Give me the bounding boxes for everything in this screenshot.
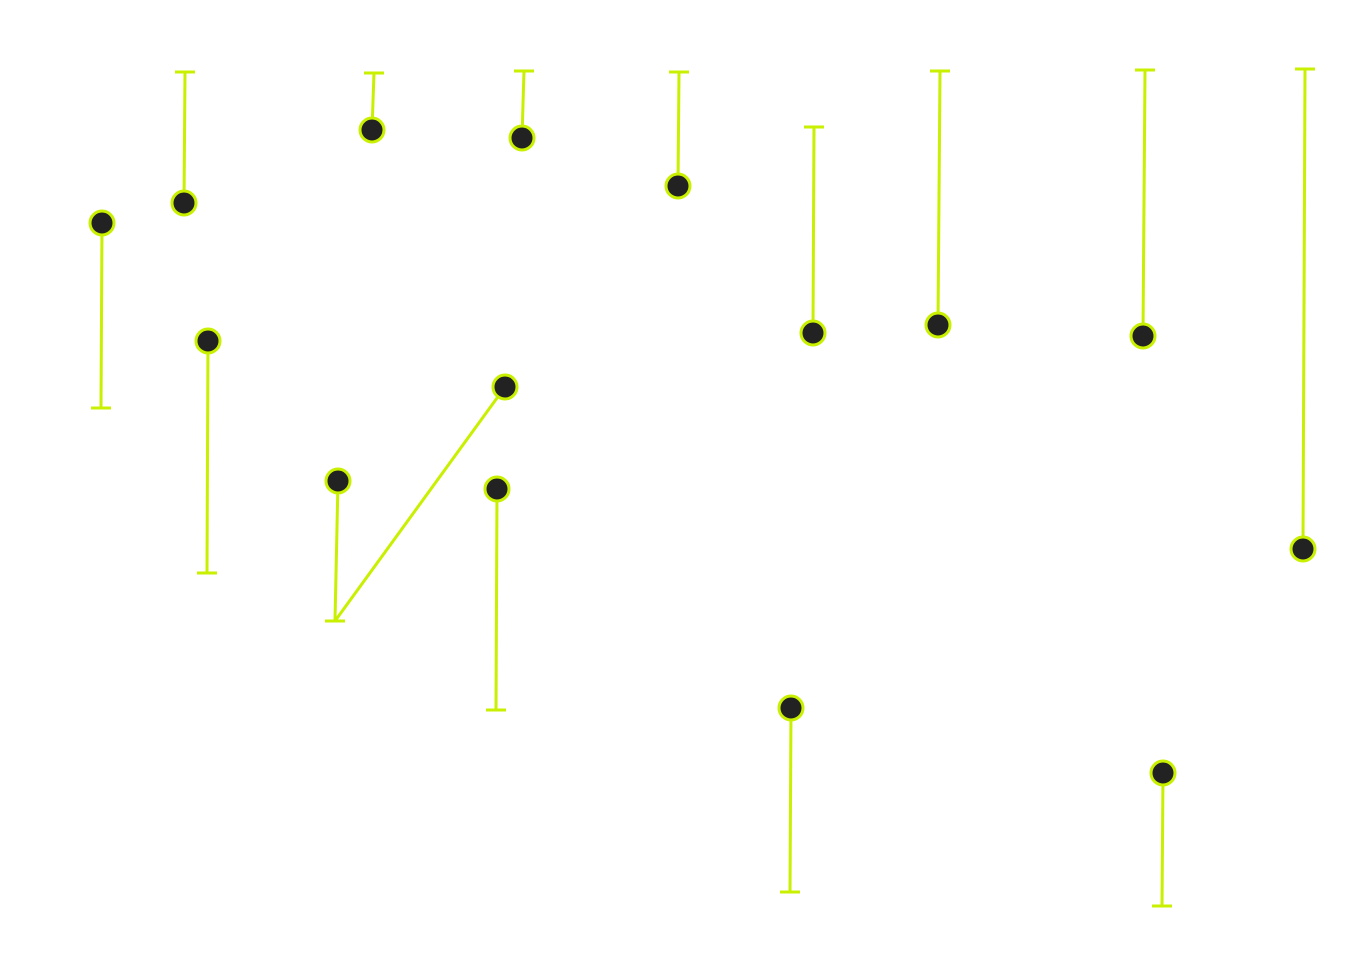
pin-marker — [88, 209, 116, 410]
pin-marker — [508, 69, 536, 152]
pin-stem — [182, 71, 187, 204]
pin-dot — [924, 311, 952, 339]
pin-dot — [483, 475, 511, 503]
pin-dot — [777, 694, 805, 722]
pin-dot — [1129, 322, 1157, 350]
pin-stem — [1141, 69, 1147, 337]
pin-stem — [811, 126, 816, 334]
pin-dot — [170, 189, 198, 217]
pin-marker — [1149, 759, 1177, 908]
pin-stem — [333, 386, 507, 622]
pin-stem — [1160, 772, 1165, 907]
pin-marker — [777, 694, 805, 894]
pin-marker — [170, 70, 198, 217]
pin-marker — [333, 373, 519, 622]
pin-marker — [324, 467, 352, 623]
pin-dot — [324, 467, 352, 495]
pin-dot — [88, 209, 116, 237]
pin-marker — [664, 70, 692, 200]
pin-marker — [799, 125, 827, 347]
pin-stem — [1301, 68, 1307, 550]
pin-stem — [936, 70, 942, 326]
pin-dot — [799, 319, 827, 347]
pin-dot — [194, 327, 222, 355]
pin-marker — [358, 71, 386, 144]
pin-marker — [483, 475, 511, 712]
pin-dot — [491, 373, 519, 401]
pin-dot — [508, 124, 536, 152]
pin-marker — [924, 69, 952, 339]
pin-stem — [494, 488, 499, 711]
pin-stem — [333, 480, 340, 622]
pin-stem — [99, 222, 104, 409]
pin-stem — [788, 707, 793, 893]
pin-dot — [664, 172, 692, 200]
pin-dot — [1289, 535, 1317, 563]
pin-dot — [358, 116, 386, 144]
pin-marker — [1289, 67, 1317, 563]
pin-marker — [194, 327, 222, 575]
pin-marker — [1129, 68, 1157, 350]
pin-dot — [1149, 759, 1177, 787]
pin-stem — [676, 71, 681, 187]
pin-stem — [205, 340, 210, 574]
